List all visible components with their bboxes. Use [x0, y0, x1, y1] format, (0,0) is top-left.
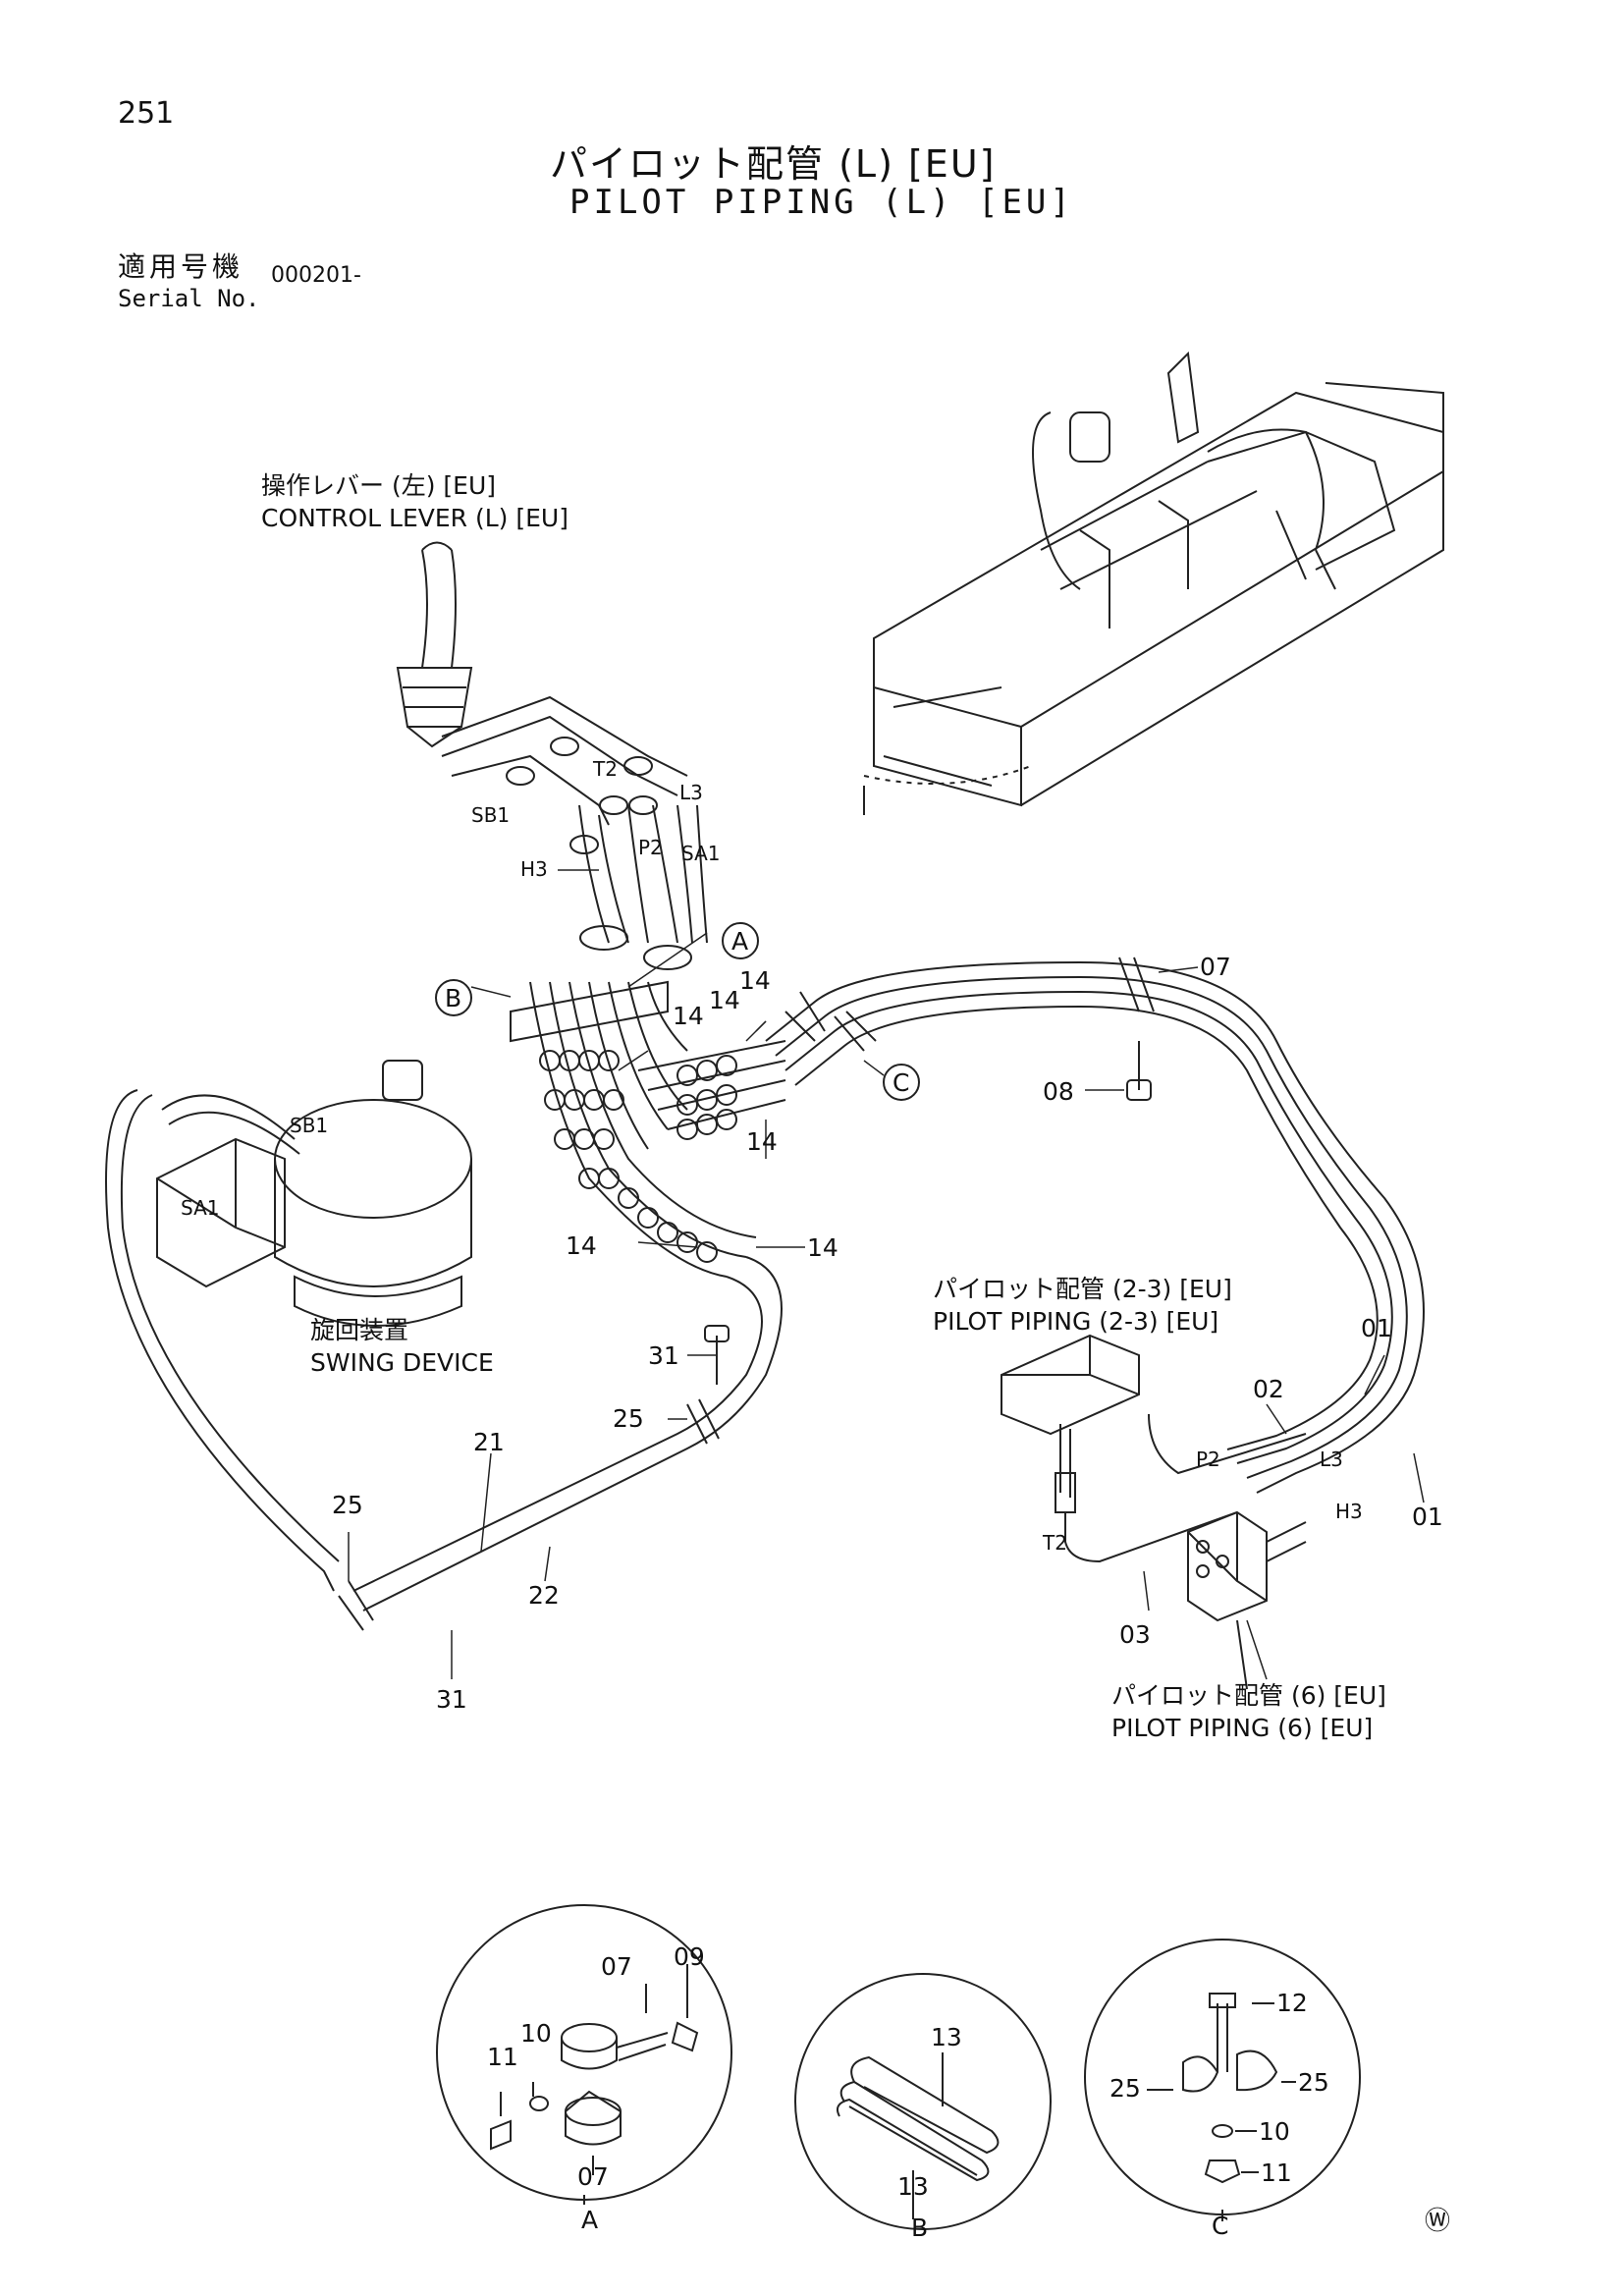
callout-a-label: A: [731, 927, 749, 956]
swing-device-caption-jp: 旋回装置: [310, 1316, 409, 1344]
callout-c-label: C: [893, 1068, 910, 1097]
spiral-guard-bundle: [510, 980, 786, 1278]
port-label-sa1-swing: SA1: [181, 1196, 220, 1220]
port-label-p2-top: P2: [638, 836, 663, 859]
part-number-08: 08: [1043, 1077, 1074, 1106]
port-label-sb1-top: SB1: [471, 803, 511, 827]
part-number-21: 21: [473, 1428, 505, 1456]
part-number-14: 14: [566, 1231, 597, 1260]
detail-c-label: C: [1212, 2212, 1229, 2240]
detail-a-part-07: 07: [577, 2162, 609, 2191]
pilot-valve-6-illustration: [1187, 1510, 1307, 1690]
control-lever-caption-jp: 操作レバー (左) [EU]: [261, 471, 497, 500]
part-number-03: 03: [1119, 1620, 1151, 1649]
part-number-14: 14: [807, 1233, 839, 1262]
detail-b-circle: [794, 1973, 1052, 2230]
swing-device-caption: 旋回装置 SWING DEVICE: [310, 1314, 494, 1379]
pipes-lower-left: [338, 1256, 783, 1631]
port-label-sa1-top: SA1: [681, 842, 721, 865]
detail-a-label: A: [581, 2206, 599, 2234]
detail-a-parts-illustration: [490, 1964, 699, 2205]
detail-b-label: B: [911, 2214, 929, 2242]
detail-c-part-25: 25: [1298, 2068, 1329, 2097]
pilot-piping-6-caption: パイロット配管 (6) [EU] PILOT PIPING (6) [EU]: [1111, 1679, 1386, 1744]
part-number-01: 01: [1412, 1503, 1443, 1531]
detail-b-part-13: 13: [897, 2172, 929, 2201]
detail-a-part-11: 11: [487, 2043, 518, 2071]
port-label-t2-right: T2: [1043, 1531, 1067, 1555]
callout-b-label: B: [445, 984, 462, 1012]
port-label-l3-right: L3: [1320, 1448, 1343, 1471]
control-lever-caption: 操作レバー (左) [EU] CONTROL LEVER (L) [EU]: [261, 469, 568, 534]
detail-c-part-12: 12: [1276, 1989, 1308, 2017]
control-lever-illustration: [396, 541, 688, 826]
detail-b-parts-illustration: [837, 2052, 1000, 2219]
pilot-piping-23-caption: パイロット配管 (2-3) [EU] PILOT PIPING (2-3) [E…: [933, 1273, 1232, 1338]
part-number-02: 02: [1253, 1375, 1284, 1403]
detail-c-part-25: 25: [1109, 2074, 1141, 2103]
long-pipes-right: [765, 957, 1425, 1494]
page-number: 251: [118, 96, 175, 131]
detail-c-parts-illustration: [1147, 1993, 1296, 2221]
machine-frame-illustration: [863, 351, 1444, 815]
swing-device-illustration: [105, 1060, 472, 1592]
detail-a-part-09: 09: [674, 1942, 705, 1971]
callout-a-circle: [722, 922, 759, 959]
pilot-piping-6-caption-jp: パイロット配管 (6) [EU]: [1111, 1681, 1386, 1710]
detail-c-part-10: 10: [1259, 2117, 1290, 2146]
pilot-piping-6-caption-en: PILOT PIPING (6) [EU]: [1111, 1714, 1374, 1742]
port-label-sb1-swing: SB1: [290, 1114, 329, 1137]
callout-b-circle: [435, 979, 472, 1016]
pilot-hoses: [506, 737, 708, 970]
pilot-piping-23-caption-en: PILOT PIPING (2-3) [EU]: [933, 1307, 1219, 1336]
part-number-22: 22: [528, 1581, 560, 1610]
leader-lines: [348, 869, 1425, 1680]
part-number-14: 14: [709, 986, 740, 1014]
pilot-piping-23-caption-jp: パイロット配管 (2-3) [EU]: [933, 1275, 1232, 1303]
port-label-h3-right: H3: [1335, 1500, 1363, 1523]
swing-device-caption-en: SWING DEVICE: [310, 1348, 494, 1377]
detail-a-part-07: 07: [601, 1952, 632, 1981]
part-number-01: 01: [1361, 1314, 1392, 1342]
part-number-31: 31: [648, 1341, 679, 1370]
port-label-h3-top: H3: [520, 857, 548, 881]
part-number-14: 14: [746, 1127, 778, 1156]
part-number-31: 31: [436, 1685, 467, 1714]
callout-c-circle: [883, 1064, 920, 1101]
serial-label-en: Serial No.: [118, 285, 260, 312]
page-title-en: PILOT PIPING (L) [EU]: [569, 183, 1074, 222]
port-label-p2-right: P2: [1196, 1448, 1220, 1471]
port-label-l3-top: L3: [679, 781, 703, 804]
serial-value: 000201-: [271, 263, 361, 288]
serial-label-jp: 適用号機: [118, 250, 244, 283]
detail-a-part-10: 10: [520, 2019, 552, 2048]
part-number-25: 25: [613, 1404, 644, 1433]
detail-b-part-13: 13: [931, 2023, 962, 2051]
footer-mark: Ⓦ: [1424, 2207, 1450, 2236]
detail-c-part-11: 11: [1261, 2159, 1292, 2187]
control-lever-caption-en: CONTROL LEVER (L) [EU]: [261, 504, 568, 532]
part-number-07: 07: [1200, 953, 1231, 981]
port-label-t2-top: T2: [593, 757, 618, 781]
part-number-25: 25: [332, 1491, 363, 1519]
part-number-14: 14: [673, 1002, 704, 1030]
part-number-14: 14: [739, 966, 771, 995]
pilot-valve-2-3-illustration: [1001, 1334, 1307, 1563]
page-title-jp: パイロット配管 (L) [EU]: [550, 142, 997, 186]
